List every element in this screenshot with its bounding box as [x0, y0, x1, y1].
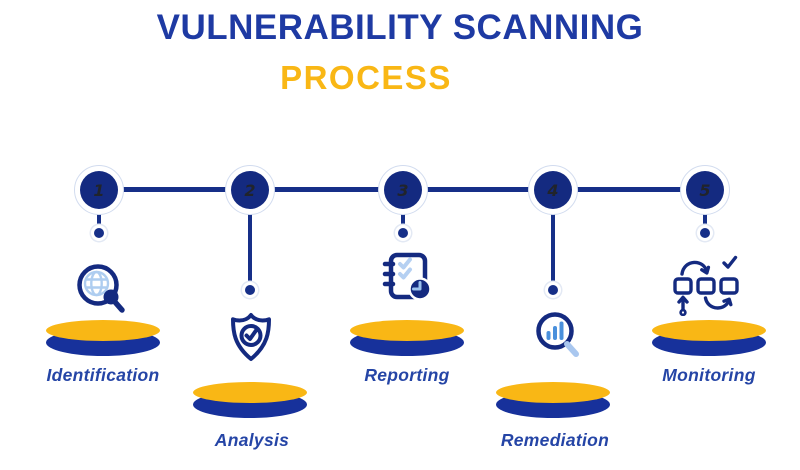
platform-disc — [46, 320, 160, 356]
step-label: Reporting — [364, 365, 450, 385]
disc-top — [652, 320, 766, 341]
step-label: Identification — [46, 365, 160, 385]
connector-dot — [700, 228, 710, 238]
platform-disc — [652, 320, 766, 356]
step-label: Analysis — [214, 430, 290, 450]
connector-line — [551, 207, 555, 287]
connector-dot — [94, 228, 104, 238]
disc-top — [350, 320, 464, 341]
disc-side — [46, 329, 160, 356]
disc-top — [46, 320, 160, 341]
connector-line — [703, 207, 707, 230]
connector-line — [401, 207, 405, 230]
step-label: Remediation — [500, 430, 610, 450]
connector-dot — [548, 285, 558, 295]
connector-line — [248, 207, 252, 287]
notebook-clock-icon — [377, 249, 435, 307]
platform-disc — [193, 382, 307, 418]
page-title: VULNERABILITY SCANNING PROCESS — [0, 8, 800, 96]
connector-dot — [245, 285, 255, 295]
platform-disc — [496, 382, 610, 418]
connector-line — [97, 207, 101, 230]
disc-side — [193, 391, 307, 418]
shield-check-icon — [223, 309, 279, 369]
platform-disc — [350, 320, 464, 356]
connector-dot — [398, 228, 408, 238]
bar-chart-magnifier-icon — [529, 308, 585, 366]
disc-top — [496, 382, 610, 403]
title-line-2: PROCESS — [280, 59, 452, 96]
step-label: Monitoring — [662, 365, 756, 385]
title-line-1: VULNERABILITY SCANNING — [156, 8, 644, 47]
disc-side — [350, 329, 464, 356]
disc-top — [193, 382, 307, 403]
disc-side — [652, 329, 766, 356]
disc-side — [496, 391, 610, 418]
globe-magnifier-icon — [72, 261, 128, 317]
timeline-bar — [99, 187, 705, 192]
process-flow-icon — [672, 250, 742, 317]
